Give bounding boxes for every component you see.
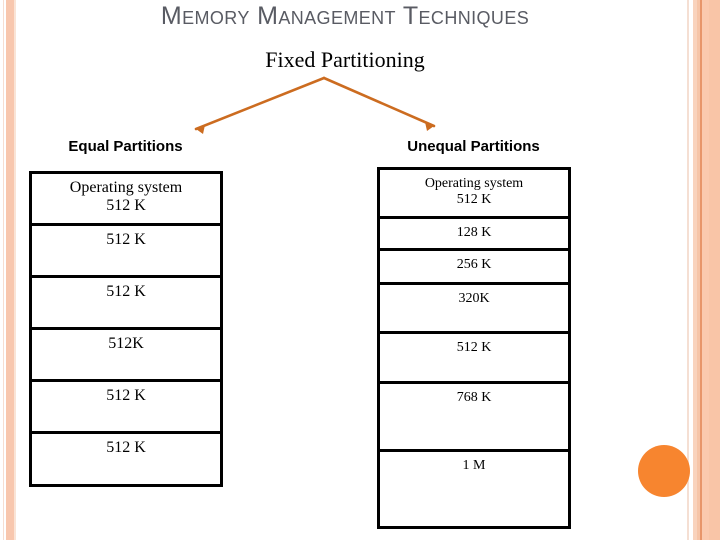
memory-partition-row: 768 K [380,384,568,452]
memory-partition-label: 128 K [456,225,492,240]
memory-partition-label: Operating system [69,179,183,196]
memory-partition-label: 512 K [106,283,146,300]
memory-partition-label: 512K [108,335,144,352]
column-heading-equal-partitions: Equal Partitions [68,138,183,155]
arrowhead-left-icon [196,125,205,134]
memory-partition-label: 256 K [456,257,492,272]
right-border-stripe-1 [687,0,689,540]
memory-partition-row: 256 K [380,251,568,285]
right-border-stripe-2 [693,0,697,540]
right-border-stripe-4 [700,0,702,540]
arrow-to-unequal-partitions [322,76,436,128]
memory-partition-label: Operating system [424,176,524,191]
memory-partition-size: 512 K [106,197,146,215]
memory-partition-label: 512 K [106,439,146,456]
memory-partition-row: 512 K [32,382,220,434]
slide-subtitle: Fixed Partitioning [265,47,425,72]
memory-partition-row: 320K [380,285,568,334]
memory-partition-label: 320K [458,291,490,306]
memory-partition-label: 1 M [462,458,486,473]
left-border-stripe-outer [3,0,4,540]
right-border-stripe-5 [702,0,709,540]
left-border-stripe-main [6,0,14,540]
right-border-stripe-6 [709,0,720,540]
memory-partition-size: 512 K [456,192,492,208]
memory-partition-label: 768 K [456,390,492,405]
arrow-to-equal-partitions [194,76,326,131]
memory-partition-row: 512 K [32,278,220,330]
slide-title: Memory Management Techniques [160,2,530,30]
memory-partition-row: 512 K [380,334,568,384]
memory-partition-row: 512K [32,330,220,382]
right-border-stripe-3 [697,0,700,540]
decorative-circle-icon [638,445,690,497]
left-border-stripe-inner [14,0,16,540]
column-heading-unequal-partitions: Unequal Partitions [407,138,540,155]
arrowhead-right-icon [425,122,434,131]
memory-partition-row: 512 K [32,434,220,484]
memory-partition-label: 512 K [106,387,146,404]
memory-partition-row: 1 M [380,452,568,526]
memory-partition-row: 128 K [380,219,568,251]
memory-partition-label: 512 K [456,340,492,355]
memory-partition-row: 512 K [32,226,220,278]
memory-partition-label: 512 K [106,231,146,248]
